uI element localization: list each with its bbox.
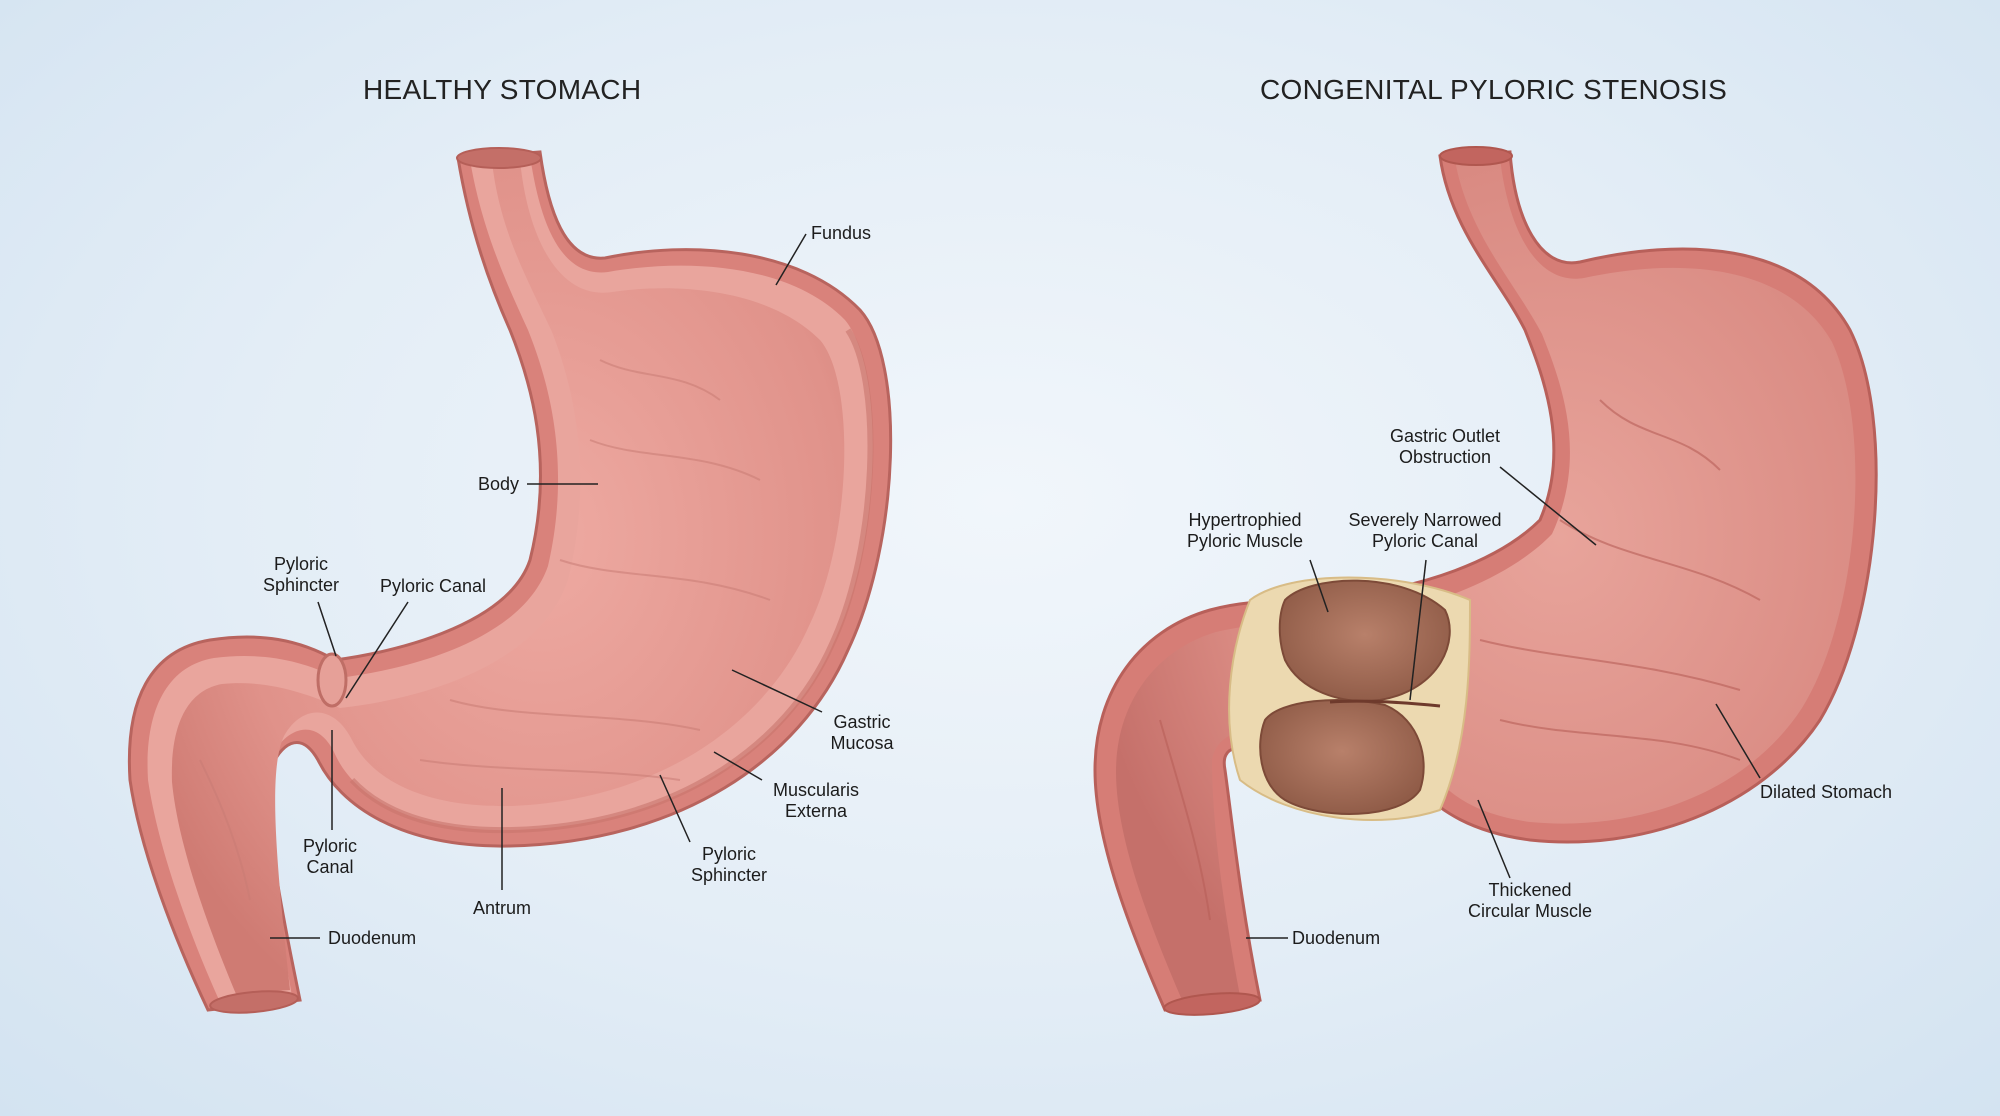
label-line: Hypertrophied: [1188, 510, 1302, 530]
label-line: Severely Narrowed: [1348, 510, 1502, 530]
healthy-leader-lines: [270, 233, 823, 939]
label-line: Gastric: [833, 712, 891, 732]
label-body: Body: [478, 474, 520, 494]
healthy-stomach-title: HEALTHY STOMACH: [363, 74, 642, 105]
label-pyloric-canal-bottom: Pyloric Canal: [290, 836, 370, 878]
label-line: Obstruction: [1398, 447, 1492, 467]
label-pyloric-sphincter-top: Pyloric Sphincter: [256, 554, 346, 596]
label-line: Sphincter: [690, 865, 768, 885]
label-line: Sphincter: [262, 575, 340, 595]
label-line: Pyloric Muscle: [1186, 531, 1304, 551]
label-line: Mucosa: [830, 733, 894, 753]
label-pyloric-sphincter-bottom: Pyloric Sphincter: [684, 844, 774, 886]
label-dilated-stomach: Dilated Stomach: [1760, 782, 1893, 802]
label-hypertrophied-pyloric-muscle: Hypertrophied Pyloric Muscle: [1180, 510, 1310, 552]
label-muscularis-externa: Muscularis Externa: [766, 780, 866, 822]
label-duodenum-healthy: Duodenum: [328, 928, 417, 948]
stenosis-stomach-shape: [1093, 146, 1878, 1016]
label-pyloric-canal-top: Pyloric Canal: [380, 576, 487, 596]
stenosis-lumen: [1116, 158, 1856, 1000]
label-line: Gastric Outlet: [1389, 426, 1501, 446]
label-line: Pyloric: [302, 836, 357, 856]
label-line: Circular Muscle: [1467, 901, 1593, 921]
stenosis-leader-lines: [1246, 466, 1761, 939]
label-fundus: Fundus: [811, 223, 872, 243]
label-duodenum-stenosis: Duodenum: [1292, 928, 1381, 948]
label-gastric-outlet-obstruction: Gastric Outlet Obstruction: [1380, 426, 1510, 468]
label-line: Canal: [306, 857, 354, 877]
hypertrophied-muscle-upper: [1278, 579, 1451, 702]
label-line: Externa: [784, 801, 848, 821]
label-line: Pyloric Canal: [1371, 531, 1479, 551]
label-gastric-mucosa: Gastric Mucosa: [822, 712, 902, 754]
label-line: Muscularis: [772, 780, 860, 800]
label-line: Pyloric: [273, 554, 328, 574]
healthy-stomach-shape: [127, 147, 893, 1014]
label-line: Pyloric: [701, 844, 756, 864]
label-thickened-circular-muscle: Thickened Circular Muscle: [1460, 880, 1600, 922]
healthy-lumen: [171, 160, 845, 994]
label-antrum: Antrum: [472, 898, 532, 918]
label-line: Thickened: [1488, 880, 1572, 900]
hypertrophied-muscle-lower: [1259, 699, 1425, 815]
stenosis-title: CONGENITAL PYLORIC STENOSIS: [1260, 74, 1728, 105]
label-severely-narrowed-canal: Severely Narrowed Pyloric Canal: [1340, 510, 1510, 552]
